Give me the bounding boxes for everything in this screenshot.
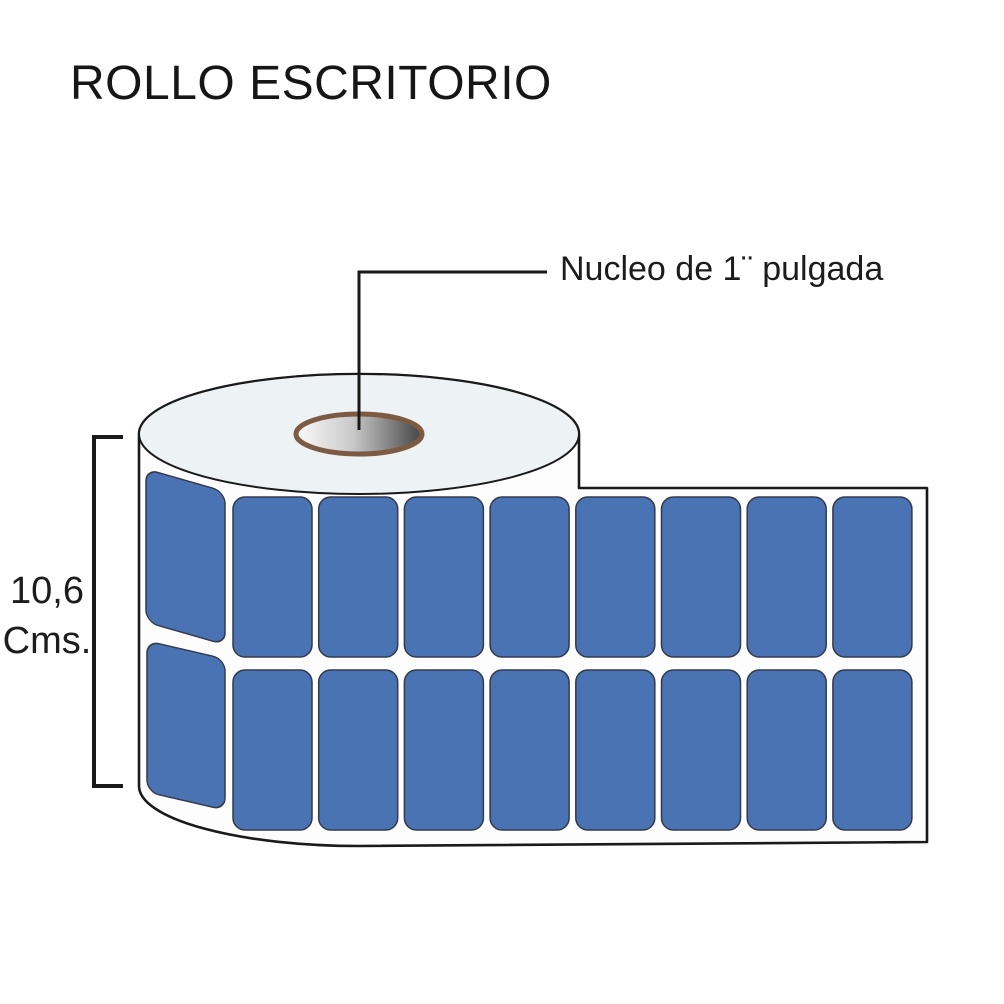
label-sticker	[489, 496, 570, 658]
height-dimension-unit: Cms.	[2, 620, 92, 663]
height-dimension-value: 10,6	[10, 570, 84, 612]
label-sticker	[489, 669, 570, 831]
core-annotation-label: Nucleo de 1¨ pulgada	[560, 250, 884, 288]
label-sticker	[575, 496, 656, 658]
labels-grid	[145, 471, 913, 831]
label-sticker	[746, 669, 827, 831]
label-sticker	[403, 496, 485, 658]
label-sticker	[660, 496, 742, 658]
label-sticker	[660, 669, 742, 831]
height-dimension-label: 10,6 Cms.	[0, 566, 94, 666]
label-sticker	[232, 496, 313, 658]
label-sticker	[317, 496, 399, 658]
label-sticker	[832, 669, 913, 831]
height-dimension-bracket	[92, 435, 123, 788]
label-sticker	[746, 496, 827, 658]
label-sticker	[232, 669, 313, 831]
label-sticker	[832, 496, 913, 658]
label-sticker	[575, 669, 656, 831]
label-sticker	[145, 471, 226, 643]
label-sticker	[403, 669, 485, 831]
page-title: ROLLO ESCRITORIO	[70, 57, 552, 110]
label-sticker	[317, 669, 399, 831]
label-sticker	[146, 642, 226, 809]
core-pointer-line	[357, 270, 547, 430]
